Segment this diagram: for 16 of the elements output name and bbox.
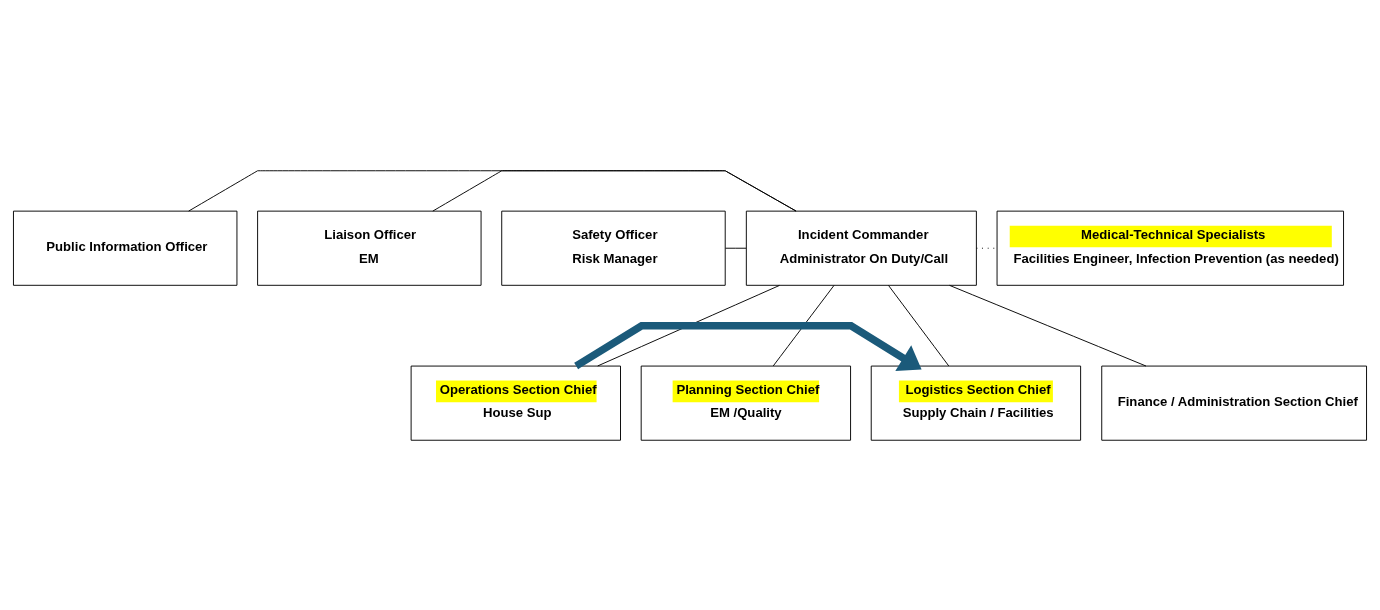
node-box: Safety Officer Risk Manager: [501, 210, 726, 286]
node-box: Logistics Section Chief Supply Chain / Facilities: [870, 365, 1082, 441]
connector: [432, 169, 797, 212]
node-box: Medical-Technical Specialists Facilities Engineer, Infection Prevention (as needed): [996, 210, 1344, 286]
connector: [188, 169, 797, 212]
connector: [772, 284, 835, 366]
connector: [888, 284, 950, 366]
node-box: Incident Commander Administrator On Duty/Call: [745, 210, 977, 286]
node-box: Operations Section Chief House Sup: [410, 365, 621, 441]
connector: [949, 284, 1147, 366]
node-box: Finance / Administration Section Chief: [1101, 365, 1367, 441]
node-box: Liaison Officer EM: [257, 210, 482, 286]
connector: [725, 247, 747, 249]
arrow: [574, 321, 922, 371]
connector: [597, 284, 780, 366]
node-box: Public Information Officer: [13, 210, 238, 286]
